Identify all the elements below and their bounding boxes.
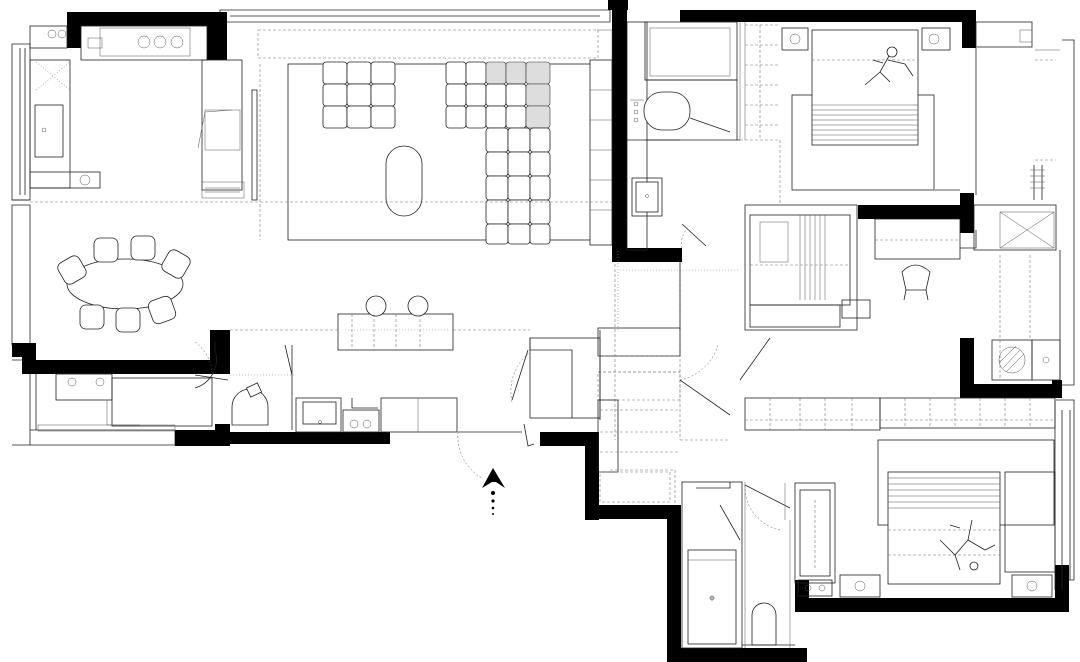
- laundry: [973, 204, 1061, 381]
- toilet: [231, 382, 269, 426]
- living-room: [257, 29, 613, 246]
- ottoman-cluster-left: [322, 61, 396, 129]
- bathroom-bottom: [681, 481, 836, 649]
- misc-lines: [12, 48, 977, 420]
- sectional-sofa: [445, 61, 551, 245]
- study-room: [744, 204, 977, 331]
- dining-area: [57, 235, 191, 333]
- corridor: [597, 250, 771, 505]
- desk-chair: [901, 264, 931, 301]
- person-figure-top: [864, 46, 914, 86]
- kitchen-island: [337, 295, 454, 351]
- dining-chairs: [57, 235, 191, 333]
- utility-area: [35, 341, 458, 433]
- entry-arrow-icon: [482, 468, 505, 515]
- bedroom-top: [781, 21, 1060, 200]
- person-figure-bottom: [939, 519, 996, 571]
- bathroom-top: [626, 21, 780, 251]
- bedroom-bottom: [839, 410, 1071, 598]
- kitchen: [29, 25, 258, 203]
- coffee-table: [385, 145, 423, 217]
- walls: [12, 0, 1069, 662]
- entry: [457, 337, 601, 515]
